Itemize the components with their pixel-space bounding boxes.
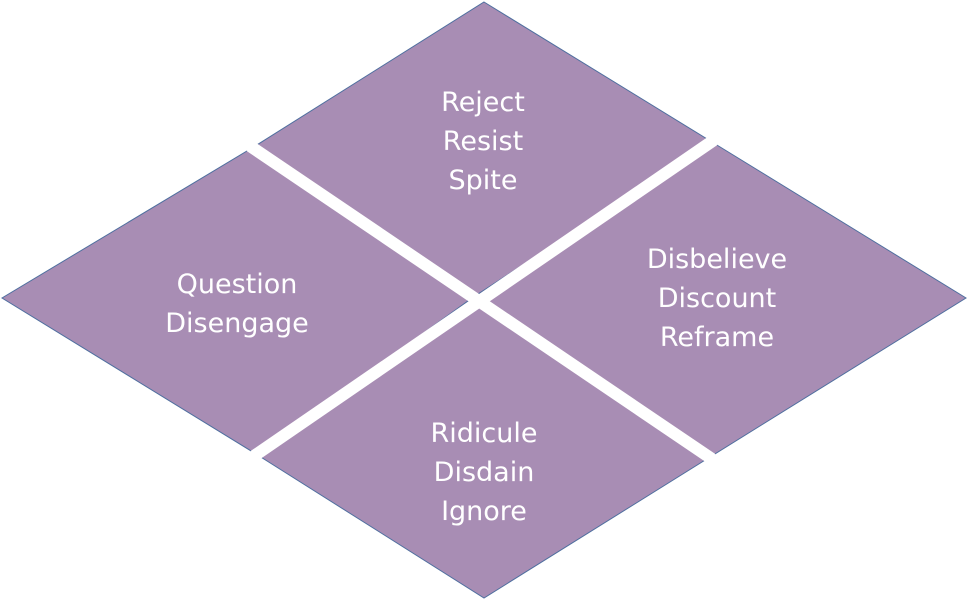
separator-ne-sw — [250, 135, 718, 461]
quadrant-right-label: Disbelieve Discount Reframe — [647, 244, 787, 353]
quadrant-bottom-line: Ignore — [441, 496, 527, 527]
quadrant-right-line: Disbelieve — [647, 244, 787, 275]
quadrant-left-line: Question — [177, 269, 298, 300]
quadrant-left-line: Disengage — [165, 308, 309, 339]
quadrant-bottom-line: Disdain — [434, 457, 535, 488]
quadrant-bottom-label: Ridicule Disdain Ignore — [431, 418, 538, 527]
quadrant-left-label: Question Disengage — [165, 269, 309, 339]
quadrant-top-label: Reject Resist Spite — [441, 87, 525, 196]
quadrant-right-line: Reframe — [660, 322, 774, 353]
quadrant-top-line: Resist — [443, 126, 523, 157]
quadrant-top-line: Spite — [449, 165, 518, 196]
quadrant-right-line: Discount — [658, 283, 777, 314]
quadrant-top-line: Reject — [441, 87, 525, 118]
quadrant-bottom-line: Ridicule — [431, 418, 538, 449]
